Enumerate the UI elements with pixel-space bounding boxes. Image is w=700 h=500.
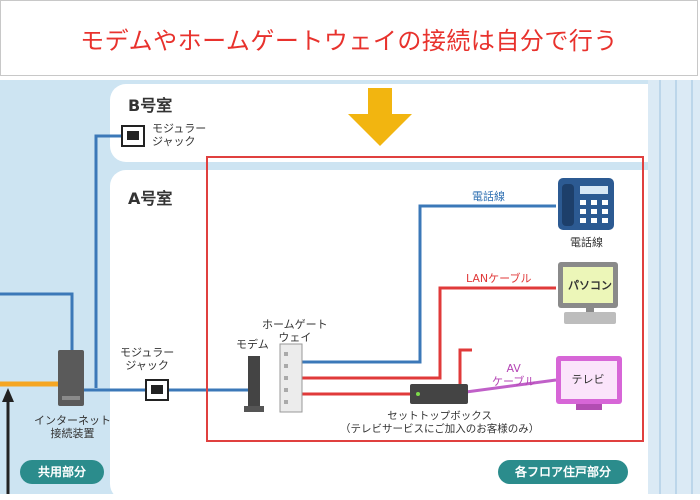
modular-jack-b-label: モジュラー ジャック xyxy=(152,122,207,148)
internet-device-icon xyxy=(58,350,84,406)
internet-device-label: インターネット 接続装置 xyxy=(34,414,111,440)
phone-line-label: 電話線 xyxy=(472,190,505,203)
pc-screen-label: パソコン xyxy=(568,279,612,292)
down-arrow-icon xyxy=(348,88,412,146)
device-wiring xyxy=(300,204,557,396)
modular-jack-a-icon xyxy=(145,379,169,401)
home-gateway-icon xyxy=(279,343,303,413)
building-wiring xyxy=(0,134,248,392)
phone-label: 電話線 xyxy=(570,236,603,249)
home-gateway-label: ホームゲート ウェイ xyxy=(262,318,328,344)
av-cable-label: AV ケーブル xyxy=(492,362,536,388)
fiber-line xyxy=(0,381,60,494)
modem-label: モデム xyxy=(236,338,269,351)
tv-screen-label: テレビ xyxy=(571,373,605,386)
modem-icon xyxy=(244,356,264,412)
banner-title: モデムやホームゲートウェイの接続は自分で行う xyxy=(80,26,618,55)
modular-jack-b-icon xyxy=(121,125,145,147)
room-a-label: A号室 xyxy=(128,189,173,208)
set-top-box-icon xyxy=(410,384,468,404)
tv-icon xyxy=(556,356,622,410)
lan-cable-label: LANケーブル xyxy=(466,272,532,285)
building-decoration xyxy=(648,80,700,494)
shared-area-badge: 共用部分 xyxy=(20,460,104,484)
room-b-label: B号室 xyxy=(128,96,173,115)
modular-jack-a-label: モジュラー ジャック xyxy=(120,346,175,372)
telephone-icon xyxy=(558,178,614,230)
pc-icon xyxy=(558,262,618,324)
title-banner: モデムやホームゲートウェイの接続は自分で行う xyxy=(0,0,698,76)
set-top-box-label: セットトップボックス （テレビサービスにご加入のお客様のみ） xyxy=(340,410,540,435)
per-floor-area-badge: 各フロア住戸部分 xyxy=(498,460,628,484)
